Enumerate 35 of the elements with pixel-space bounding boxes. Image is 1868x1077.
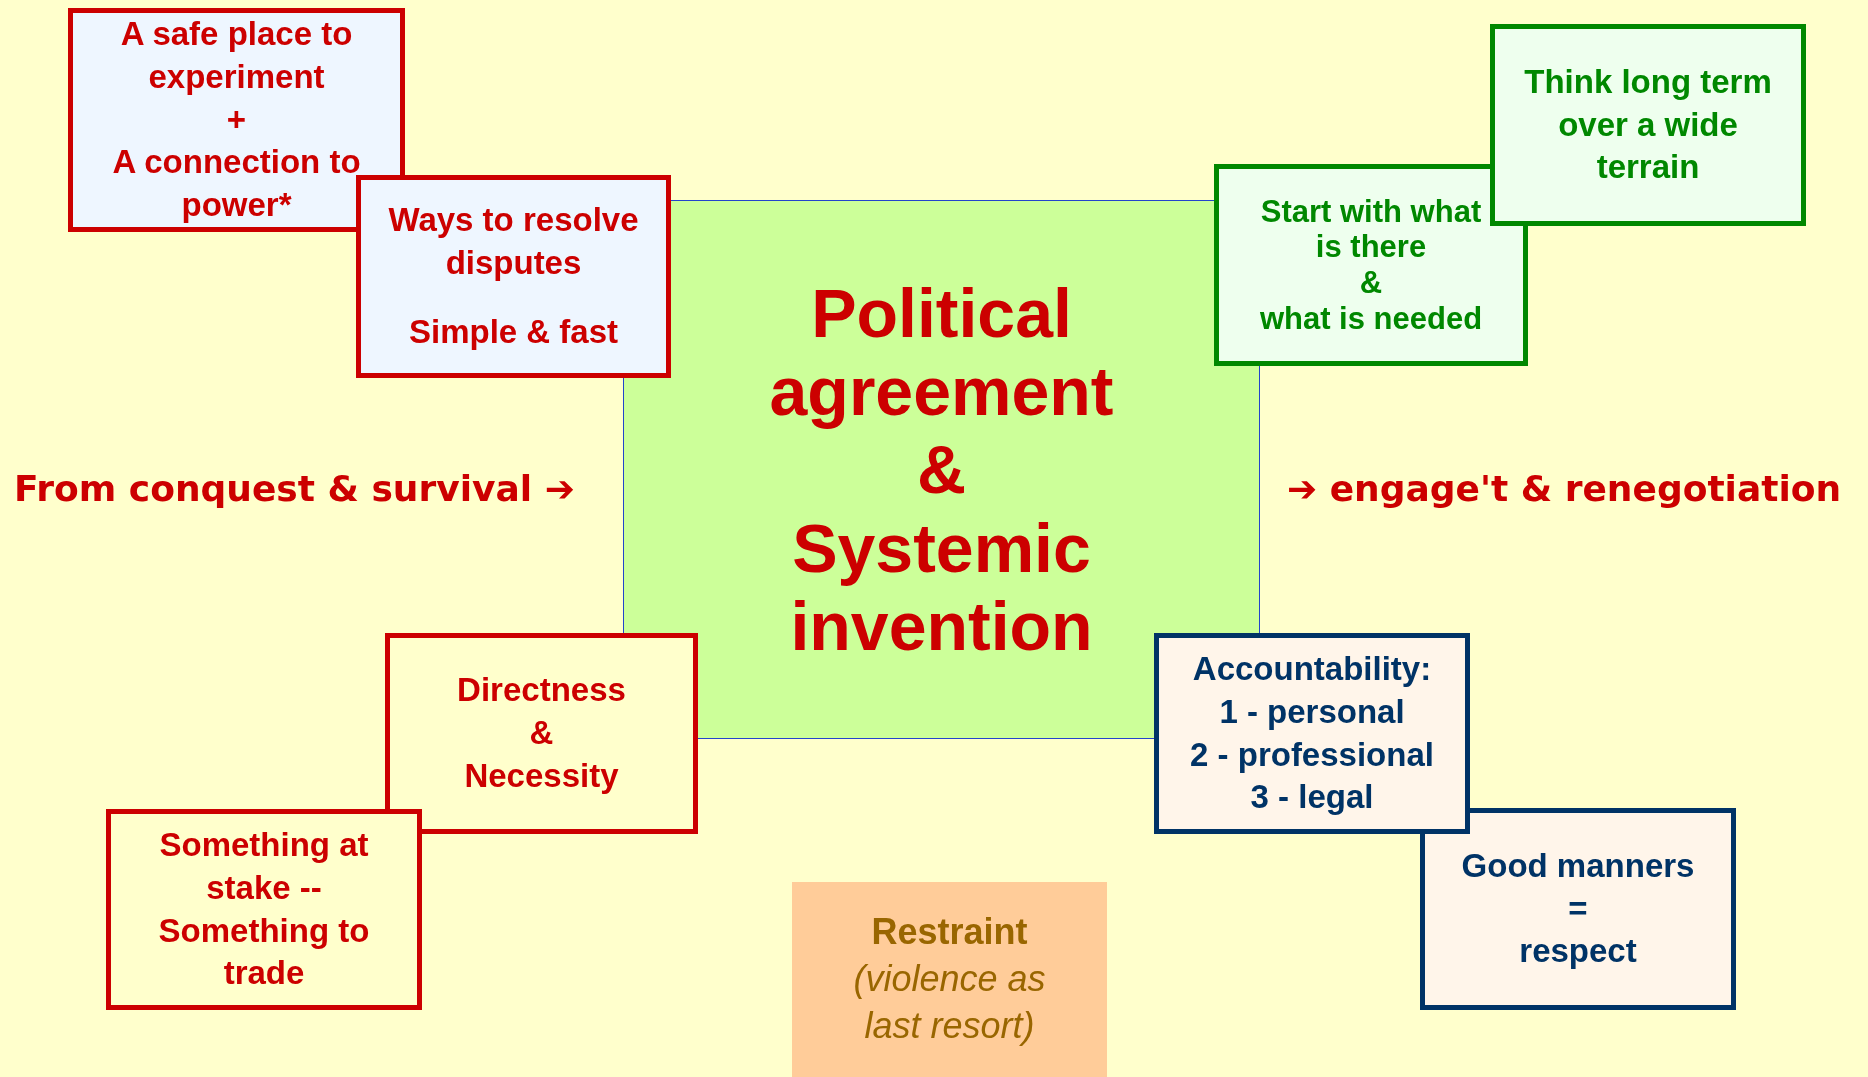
box-text: 3 - legal (1250, 777, 1374, 818)
box-text: + (226, 99, 247, 140)
note-text: (violence as last resort) (852, 957, 1047, 1048)
text-panel (792, 882, 1107, 1077)
text-box (1420, 808, 1736, 1010)
box-text: Think long term over a wide terrain (1523, 61, 1773, 188)
box-text: Something at stake -- Something to trade (157, 824, 371, 994)
box-text: Good manners (1461, 845, 1695, 886)
title-text: Systemic invention (789, 508, 1094, 665)
text-box (356, 175, 671, 378)
box-text: 2 - professional (1190, 734, 1434, 775)
box-text: what is needed (1259, 300, 1483, 337)
side-label: ➔ engage't & renegotiation (1287, 468, 1842, 509)
box-text: Restraint (871, 910, 1028, 955)
text-box (106, 809, 422, 1010)
text-box (1214, 164, 1528, 366)
box-text: & (529, 713, 554, 754)
box-text: A connection to power* (111, 142, 362, 226)
title-text: & (916, 430, 967, 509)
box-text: 1 - personal (1219, 691, 1405, 732)
text-box (1154, 633, 1470, 834)
box-text: & (1359, 265, 1383, 301)
box-text: Accountability: (1192, 648, 1432, 689)
box-text: = (1568, 888, 1588, 929)
title-text: Political agreement (768, 274, 1115, 431)
side-label: From conquest & survival ➔ (14, 468, 575, 509)
text-box (385, 633, 698, 834)
box-text: Ways to resolve disputes (387, 200, 640, 284)
box-text: Directness (457, 670, 626, 711)
box-text: Start with what is there (1259, 193, 1483, 265)
box-text: Simple & fast (408, 311, 619, 352)
box-text: Necessity (464, 755, 619, 796)
text-box (1490, 24, 1806, 226)
box-text: A safe place to experiment (119, 13, 354, 97)
box-text: respect (1519, 931, 1637, 972)
